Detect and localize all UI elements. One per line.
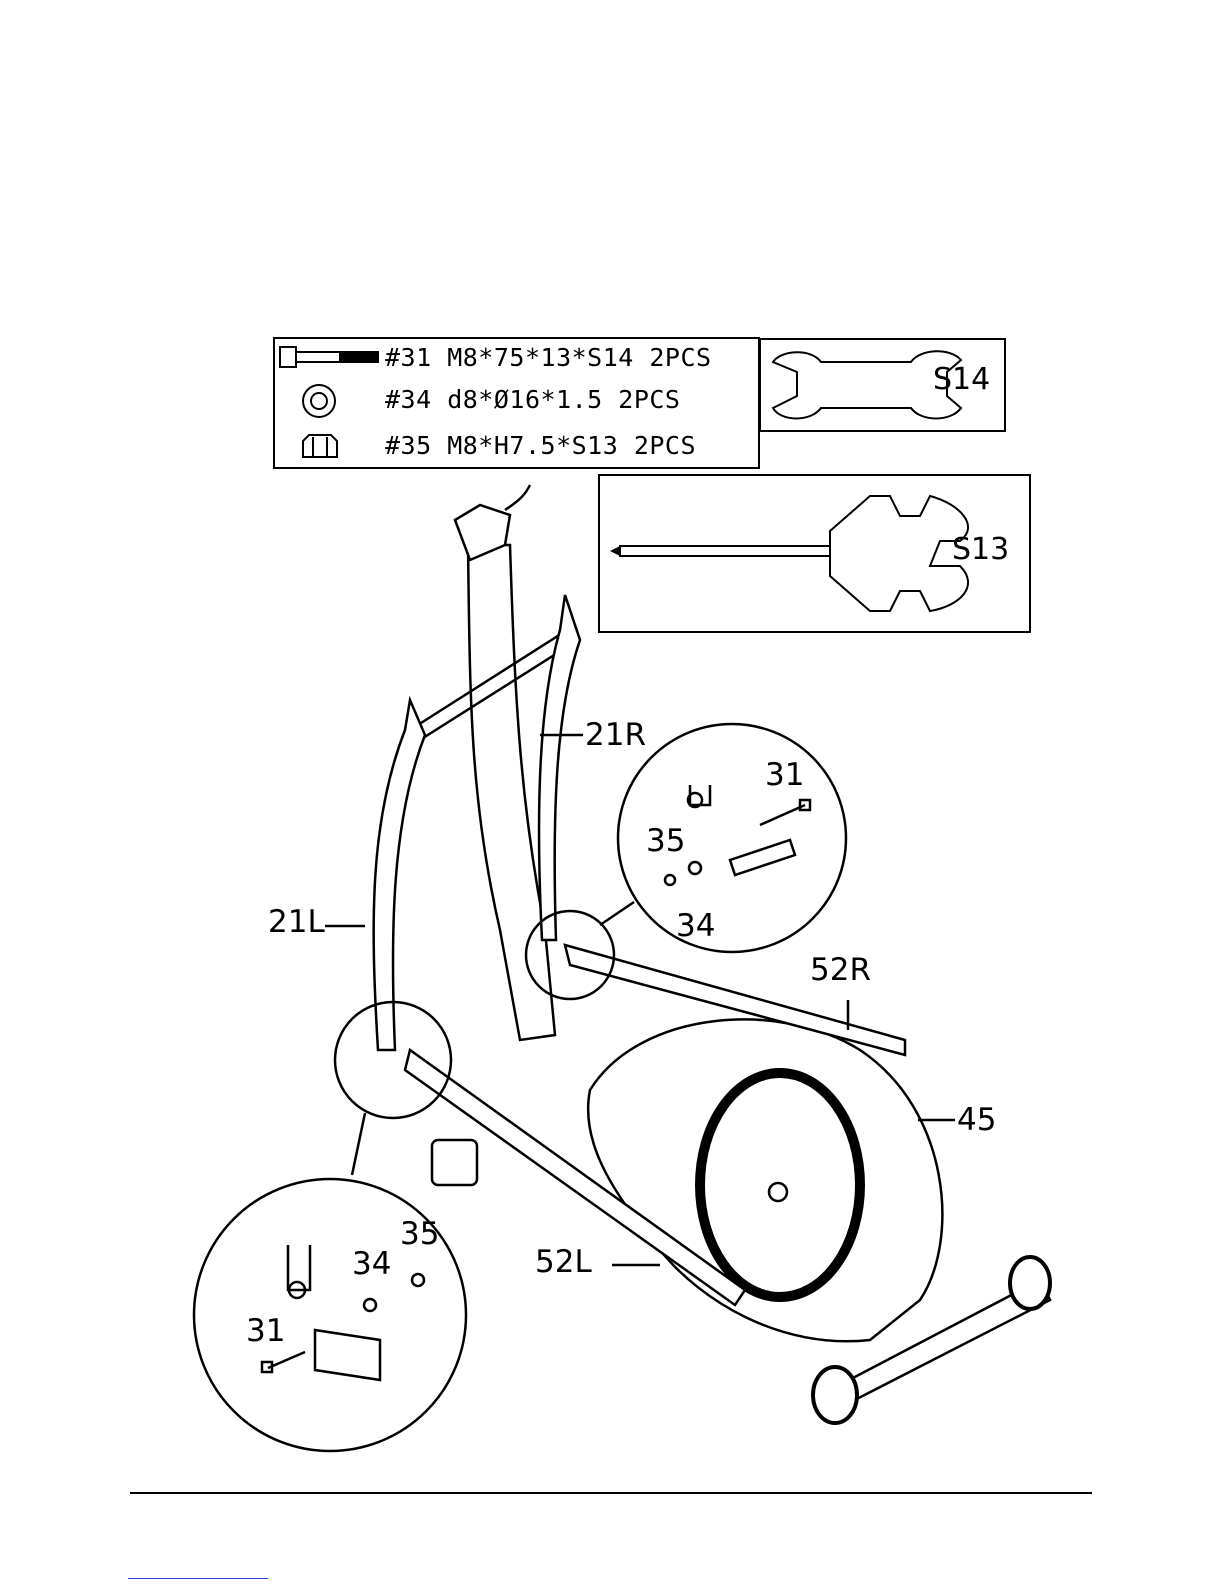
- screwdriver-tool-box: S13: [598, 474, 1031, 633]
- callout-21l: 21L: [268, 904, 325, 940]
- callout-52l: 52L: [535, 1244, 592, 1280]
- screwdriver-size-label: S13: [952, 532, 1009, 567]
- nut-icon: [303, 435, 337, 457]
- handlebar-right: [539, 595, 580, 940]
- detail-right-31: 31: [765, 757, 804, 793]
- hardware-item-31: #31 M8*75*13*S14 2PCS: [385, 343, 712, 372]
- footer-link-underline: [128, 1578, 268, 1579]
- pedal-arm-left: [405, 1050, 745, 1305]
- bolt-icon: [280, 347, 378, 367]
- front-stabilizer: [830, 1280, 1050, 1405]
- zoom-circle-right: [526, 911, 614, 999]
- pedal-arm-right: [565, 945, 905, 1055]
- handlebar-crossbar: [410, 625, 575, 730]
- detail-left-34: 34: [352, 1246, 391, 1282]
- detail-circle-left: [194, 1179, 466, 1451]
- console-bracket: [455, 505, 510, 560]
- hardware-item-35: #35 M8*H7.5*S13 2PCS: [385, 431, 696, 460]
- callout-21r: 21R: [585, 717, 646, 753]
- wrench-size-label: S14: [933, 362, 990, 397]
- console-mast: [468, 545, 555, 1040]
- hardware-item-34: #34 d8*Ø16*1.5 2PCS: [385, 385, 680, 414]
- detail-left-35: 35: [400, 1216, 439, 1252]
- washer-icon: [303, 385, 335, 417]
- zoom-circle-left: [335, 1002, 451, 1118]
- flywheel-disc: [700, 1073, 860, 1297]
- callout-52r: 52R: [810, 952, 871, 988]
- detail-right-34: 34: [676, 908, 715, 944]
- hardware-icons: [275, 339, 385, 467]
- callout-45: 45: [957, 1102, 996, 1138]
- detail-right-35: 35: [646, 823, 685, 859]
- detail-left-31: 31: [246, 1313, 285, 1349]
- hardware-list-box: #31 M8*75*13*S14 2PCS #34 d8*Ø16*1.5 2PC…: [273, 337, 760, 469]
- wrench-tool-box: S14: [759, 338, 1006, 432]
- detail-circle-right: [618, 724, 846, 952]
- handlebar-left: [374, 700, 425, 1050]
- flywheel-cover: [588, 1019, 942, 1341]
- footer-rule: [130, 1492, 1092, 1494]
